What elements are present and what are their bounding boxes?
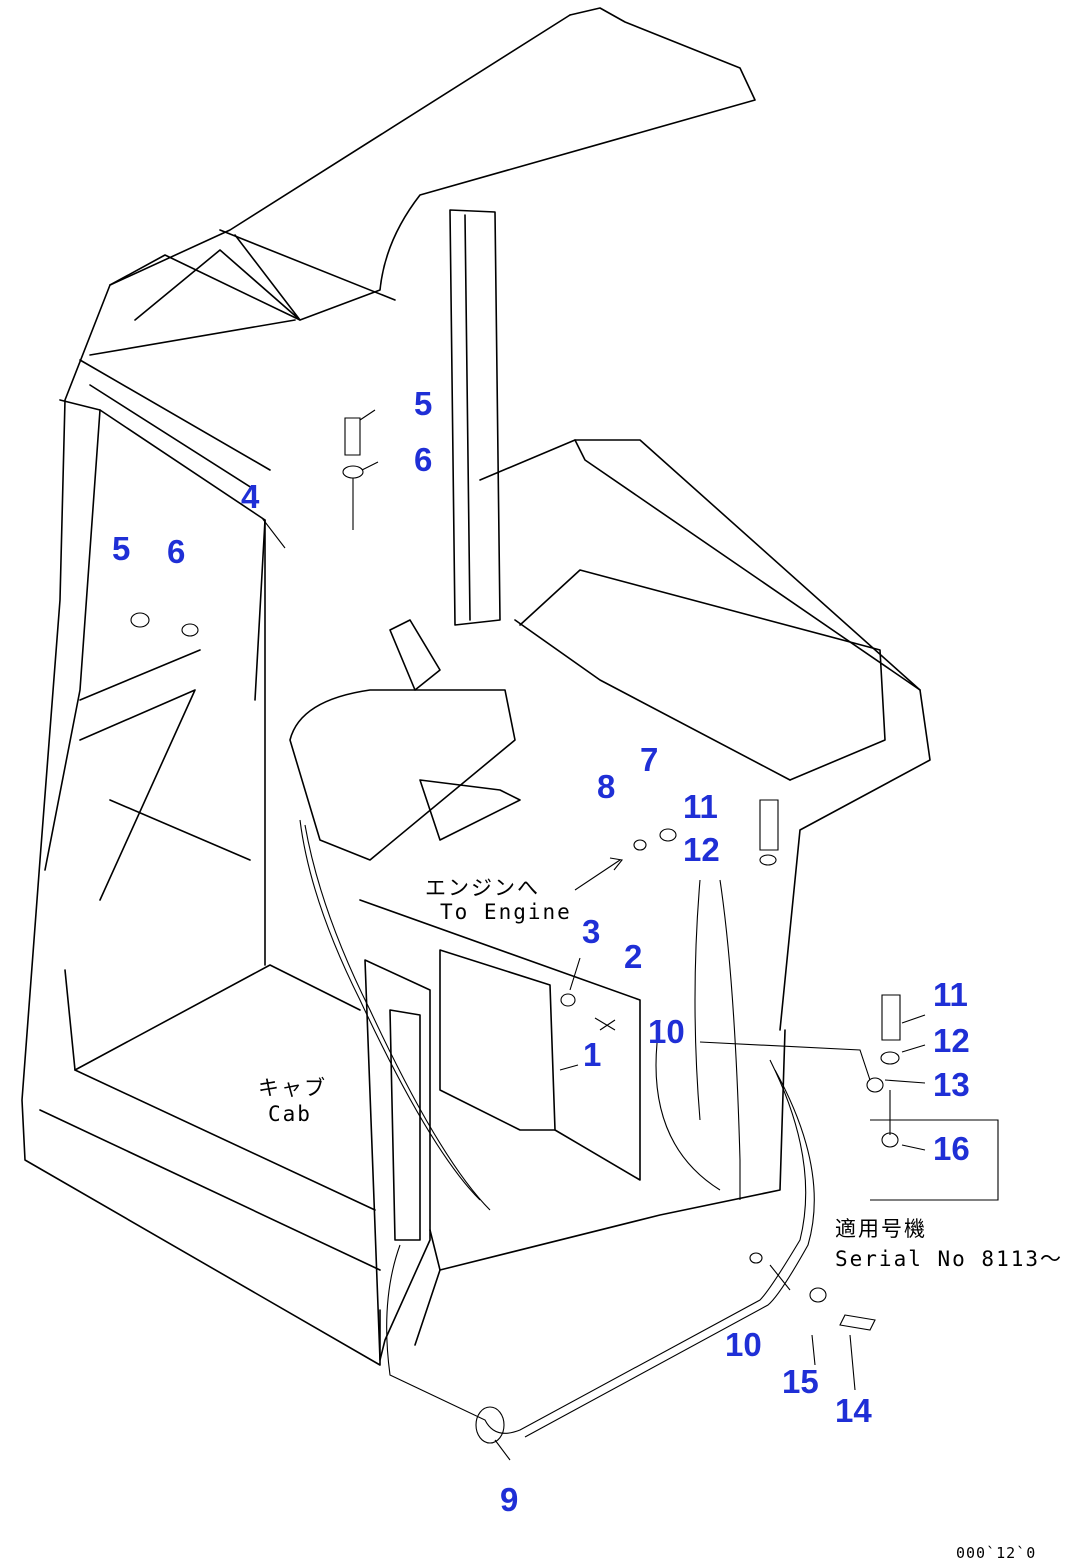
- note-serial-en: Serial No 8113～: [835, 1247, 1064, 1271]
- note-cab-en: Cab: [268, 1102, 312, 1126]
- callout-10-upper: 10: [648, 1013, 685, 1050]
- callout-11-detail: 11: [933, 976, 968, 1013]
- detail-frame: [870, 1119, 999, 1201]
- callout-12-detail: 12: [933, 1022, 970, 1059]
- callout-11-upper: 11: [683, 788, 718, 825]
- callout-13: 13: [933, 1066, 970, 1103]
- callout-16: 16: [933, 1130, 970, 1167]
- note-serial-jp: 適用号機: [835, 1217, 927, 1241]
- note-engine-jp: エンジンへ: [425, 876, 540, 900]
- callout-5-left: 5: [112, 530, 131, 567]
- callout-12-upper: 12: [683, 831, 720, 868]
- drawing-code: 000`12`0: [956, 1544, 1037, 1562]
- callout-14: 14: [835, 1392, 872, 1429]
- callout-1: 1: [583, 1036, 602, 1073]
- callout-5-upper: 5: [414, 385, 433, 422]
- callout-6-left: 6: [167, 533, 186, 570]
- note-engine-en: To Engine: [440, 900, 572, 924]
- cab-roof-outline: [21, 7, 756, 1366]
- callout-3: 3: [582, 913, 601, 950]
- callout-7: 7: [640, 741, 659, 778]
- callout-8: 8: [597, 768, 616, 805]
- callout-4: 4: [241, 478, 260, 515]
- callout-9: 9: [500, 1481, 519, 1518]
- callout-10-lower: 10: [725, 1326, 762, 1363]
- callout-15: 15: [782, 1363, 819, 1400]
- callout-6-upper: 6: [414, 441, 433, 478]
- note-cab-jp: キャブ: [258, 1076, 327, 1100]
- callout-2: 2: [624, 938, 643, 975]
